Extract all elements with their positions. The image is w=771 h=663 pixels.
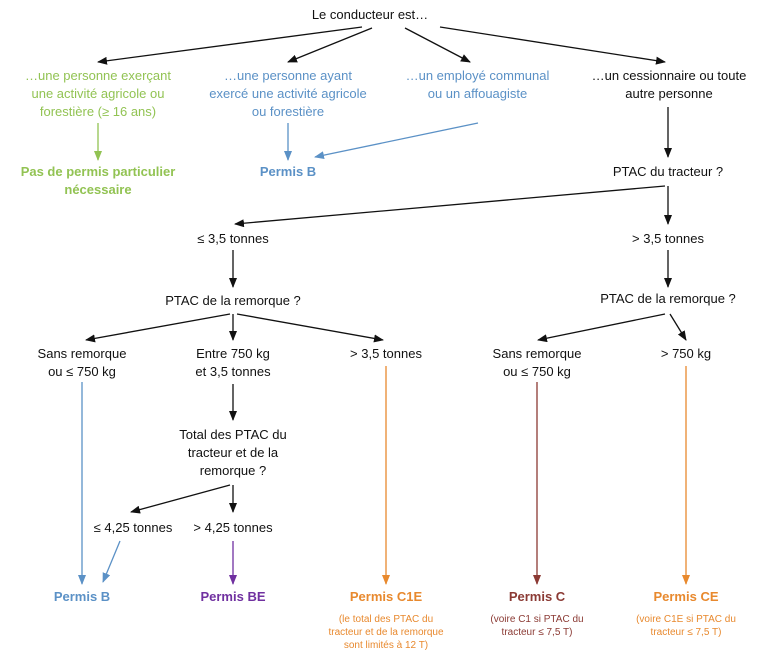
note-permis-c1e: (le total des PTAC du tracteur et de la …: [328, 614, 444, 651]
node-gt-4-25: > 4,25 tonnes: [193, 520, 273, 535]
node-employe: …un employé communal ou un affouagiste: [405, 68, 550, 101]
node-le-3-5: ≤ 3,5 tonnes: [197, 231, 269, 246]
arrow-ptac-rem-to-sans: [85, 313, 231, 343]
node-ptac-remorque-right: PTAC de la remorque ?: [600, 291, 736, 306]
node-root: Le conducteur est…: [311, 7, 429, 22]
arrow-ptac-tracteur-to-le35: [234, 185, 666, 228]
arrow-ptac-rem-right-to-sans: [537, 313, 666, 343]
outcome-permis-be: Permis BE: [200, 589, 266, 604]
outcome-permis-c1e: Permis C1E: [349, 589, 423, 604]
node-total-ptac: Total des PTAC du tracteur et de la remo…: [179, 427, 287, 478]
outcome-permis-b-top: Permis B: [259, 164, 317, 179]
note-permis-c: (voire C1 si PTAC du tracteur ≤ 7,5 T): [490, 614, 584, 638]
node-entre-750-3-5: Entre 750 kg et 3,5 tonnes: [195, 346, 271, 379]
outcome-permis-ce: Permis CE: [653, 589, 719, 604]
node-agri: …une personne exerçant une activité agri…: [25, 68, 171, 119]
outcome-permis-c: Permis C: [508, 589, 566, 604]
arrow-root-to-autre: [439, 26, 666, 65]
outcome-permis-b-bottom: Permis B: [53, 589, 111, 604]
node-autre: …un cessionnaire ou toute autre personne: [591, 68, 747, 101]
node-gt-750-kg: > 750 kg: [660, 346, 712, 361]
arrow-root-to-employe: [404, 27, 471, 63]
node-sans-remorque-right: Sans remorque ou ≤ 750 kg: [492, 346, 582, 379]
arrow-ptac-rem-to-gt35: [236, 313, 384, 343]
arrow-root-to-ex-agri: [287, 27, 373, 63]
arrow-le425-to-permis-b: [102, 540, 121, 583]
arrow-root-to-agri: [97, 26, 363, 65]
outcome-no-permit: Pas de permis particulier nécessaire: [20, 164, 176, 197]
node-ex-agri: …une personne ayant exercé une activité …: [209, 68, 367, 119]
arrow-ptac-rem-right-to-gt750: [669, 313, 687, 341]
arrow-employe-to-permis-b: [314, 122, 479, 160]
node-ptac-remorque-left: PTAC de la remorque ?: [165, 293, 301, 308]
node-gt-3-5-remorque: > 3,5 tonnes: [350, 346, 422, 361]
arrow-total-to-le425: [130, 484, 231, 514]
node-gt-3-5: > 3,5 tonnes: [632, 231, 704, 246]
node-le-4-25: ≤ 4,25 tonnes: [93, 520, 173, 535]
node-sans-remorque-left: Sans remorque ou ≤ 750 kg: [37, 346, 127, 379]
note-permis-ce: (voire C1E si PTAC du tracteur ≤ 7,5 T): [636, 614, 736, 638]
node-ptac-tracteur: PTAC du tracteur ?: [612, 164, 724, 179]
